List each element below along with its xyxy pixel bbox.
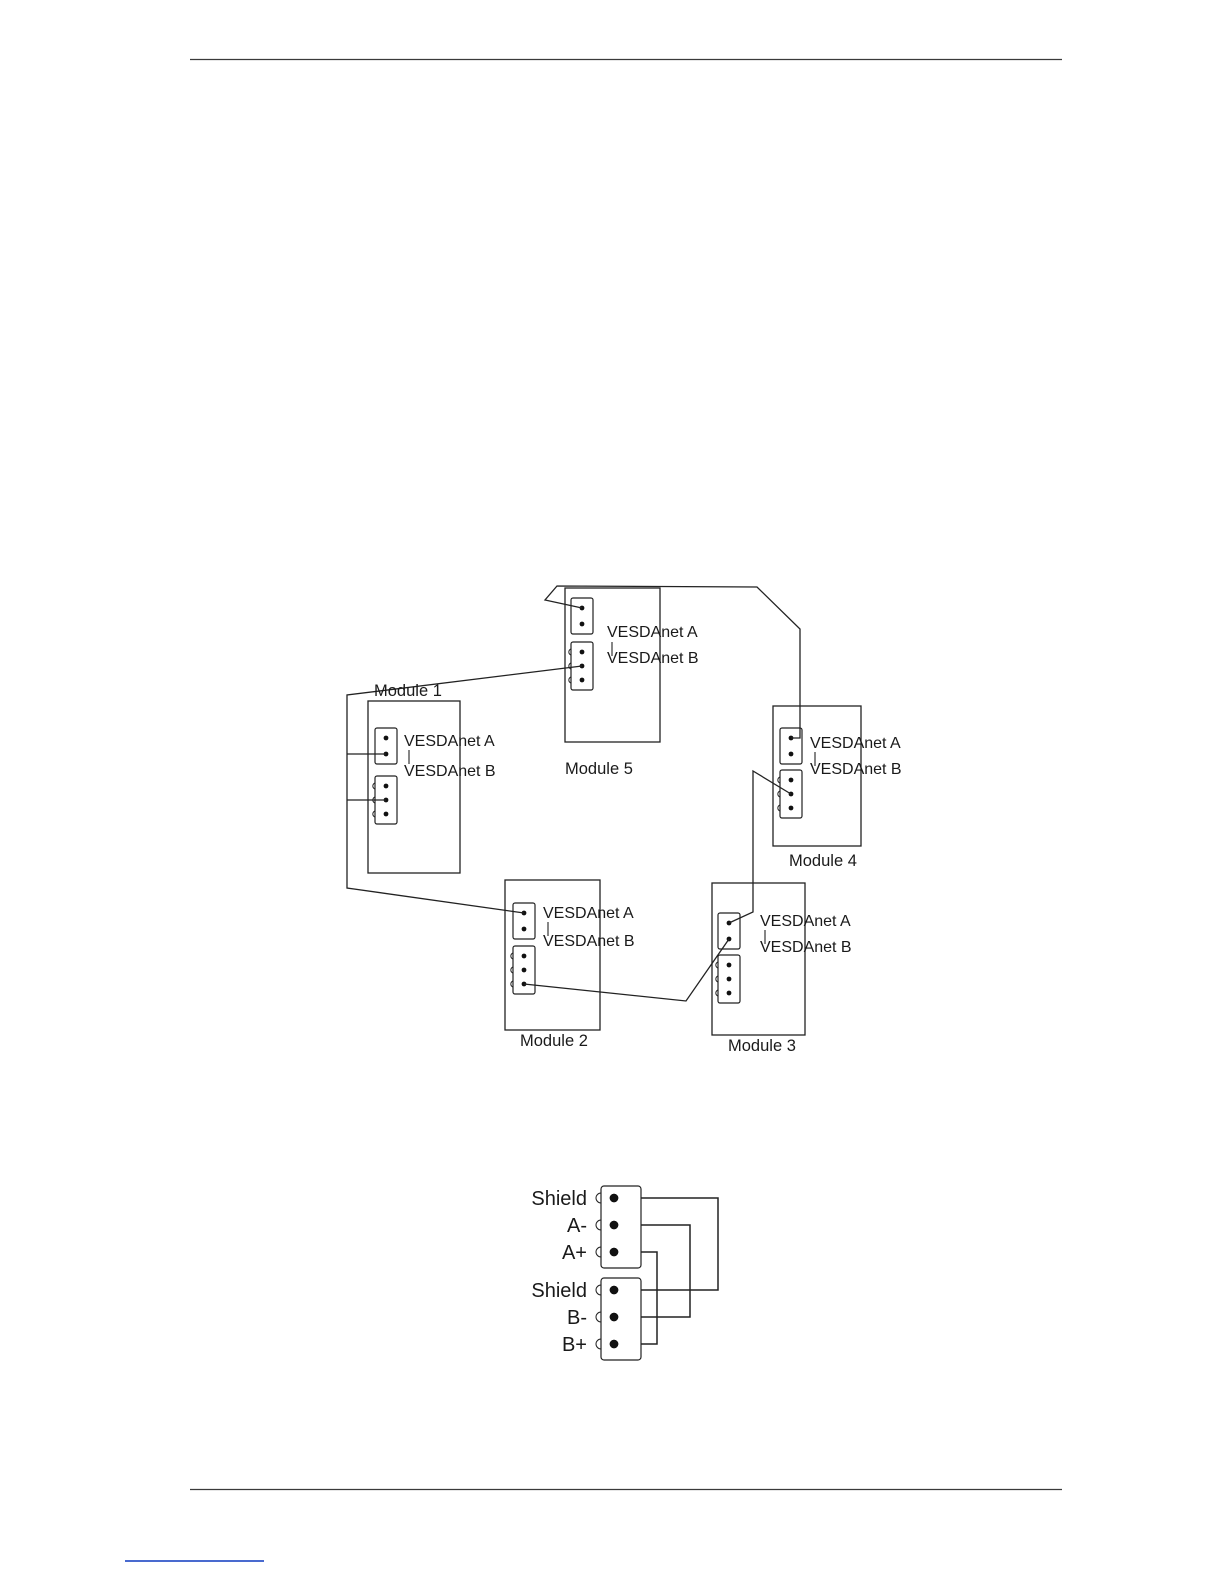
- module-2-vesdanet-a-connector: [512, 902, 536, 940]
- label-a-minus: A-: [567, 1215, 587, 1237]
- module-3-name: Module 3: [728, 1037, 796, 1055]
- module-4-name: Module 4: [789, 852, 857, 870]
- module-4-vesdanet-a-connector: [779, 727, 803, 765]
- wire-module4b-to-module3a: [728, 769, 792, 924]
- label-b-plus: B+: [562, 1334, 587, 1356]
- wire-a-minus-to-b-minus: [614, 1224, 691, 1318]
- module-1-port-a-label: VESDAnet A: [404, 733, 495, 750]
- module-5-port-a-label: VESDAnet A: [607, 624, 698, 641]
- module-2-name: Module 2: [520, 1032, 588, 1050]
- module-2-port-a-label: VESDAnet A: [543, 905, 634, 922]
- module-5-port-b-label: VESDAnet B: [607, 650, 699, 667]
- module-5-vesdanet-a-connector: [570, 597, 594, 635]
- vesdanet-loop-diagram: VESDAnet A VESDAnet B Module 1 VESDAnet …: [346, 585, 902, 1055]
- terminal-block-a: [595, 1185, 642, 1269]
- module-3-vesdanet-a-connector: [717, 912, 741, 950]
- module-5-name: Module 5: [565, 760, 633, 778]
- pin-b-plus: [609, 1339, 619, 1349]
- label-a-plus: A+: [562, 1242, 587, 1264]
- module-2-vesdanet-b-connector: [510, 945, 536, 995]
- module-4-port-a-label: VESDAnet A: [810, 735, 901, 752]
- module-4-port-b-label: VESDAnet B: [810, 761, 902, 778]
- wire-module5b-to-module2a: [346, 665, 583, 914]
- pin-a-minus: [609, 1220, 619, 1230]
- module-2-port-b-label: VESDAnet B: [543, 933, 635, 950]
- label-b-minus: B-: [567, 1307, 587, 1329]
- pin-a-plus: [609, 1247, 619, 1257]
- wire-module2b-to-module3b: [523, 938, 730, 1002]
- module-1-port-b-label: VESDAnet B: [404, 763, 496, 780]
- pin-b-minus: [609, 1312, 619, 1322]
- module-3-port-a-label: VESDAnet A: [760, 913, 851, 930]
- label-a-shield: Shield: [531, 1188, 587, 1210]
- pin-a-shield: [609, 1193, 619, 1203]
- wire-shield-to-shield: [614, 1197, 719, 1291]
- module-1-vesdanet-a-connector: [374, 727, 398, 765]
- wire-module5a-to-module4a: [543, 585, 801, 739]
- module-3-port-b-label: VESDAnet B: [760, 939, 852, 956]
- module-3-vesdanet-b-connector: [715, 954, 741, 1004]
- pin-b-shield: [609, 1285, 619, 1295]
- terminal-detail-diagram: Shield A- A+ Shield B- B+: [531, 1185, 719, 1361]
- module-1-name: Module 1: [374, 682, 442, 700]
- terminal-block-b: [595, 1277, 642, 1361]
- label-b-shield: Shield: [531, 1280, 587, 1302]
